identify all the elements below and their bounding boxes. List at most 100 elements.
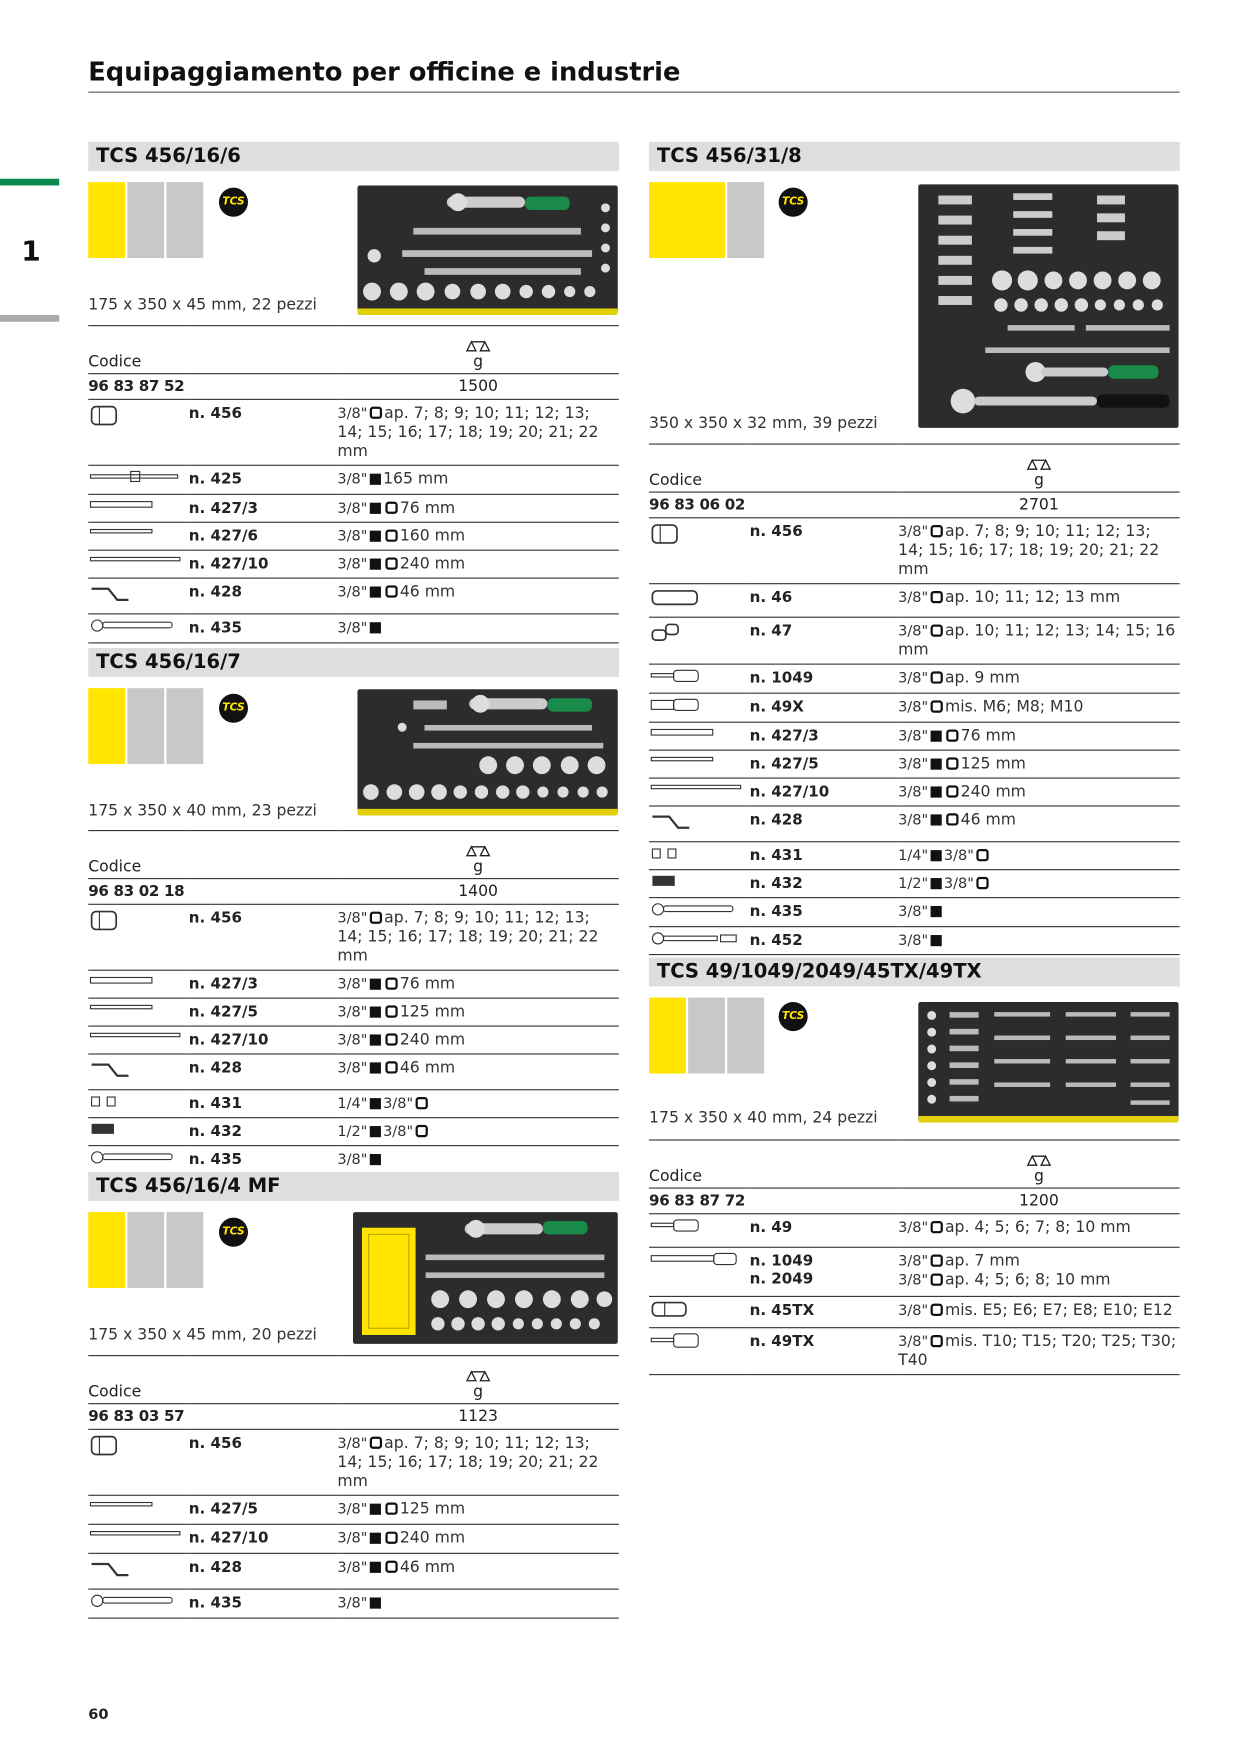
bit-socket-icon [650, 1252, 737, 1266]
item-number: n. 427/10 [749, 778, 899, 807]
dimensions-text: 175 x 350 x 45 mm, 22 pezzi [88, 296, 317, 314]
square-drive-icon [369, 1503, 381, 1515]
chapter-marker-bar [0, 178, 60, 186]
item-description: 46 mm [399, 583, 456, 602]
item-number: n. 456 [188, 1429, 338, 1496]
code-header: Codice [88, 325, 189, 374]
item-number: n. 435 [188, 1145, 338, 1176]
item-number: n. 427/10 [188, 550, 338, 579]
swatch-yellow [88, 182, 126, 259]
swatch-grey [127, 1212, 165, 1289]
drive-size: 3/8" [898, 1333, 929, 1351]
weight-unit: g [473, 857, 484, 876]
item-description: ap. 9 mm [944, 669, 1020, 688]
drive-size: 1/2" [337, 1123, 368, 1141]
hex-icon [385, 501, 398, 514]
hex-icon [369, 406, 382, 419]
drive-size: 3/8" [337, 1530, 368, 1548]
drive-size: 3/8" [337, 471, 368, 489]
socket-icon [90, 405, 118, 426]
adapter-icon [651, 848, 677, 859]
item-number: n. 2049 [749, 1270, 814, 1289]
square-drive-icon [369, 473, 381, 485]
item-description: ap. 7; 8; 9; 10; 11; 12; 13; 14; 15; 16;… [898, 522, 1160, 579]
drive-size: 3/8" [337, 1559, 368, 1577]
item-description: mis. E5; E6; E7; E8; E10; E12 [944, 1301, 1173, 1320]
swatch-grey [166, 1212, 204, 1289]
scale-icon [1026, 1154, 1052, 1166]
square-drive-icon [369, 1034, 381, 1046]
item-description: 76 mm [399, 499, 456, 518]
item-number: n. 431 [188, 1089, 338, 1119]
item-description: mis. M6; M8; M10 [944, 698, 1084, 717]
drive-size: 3/8" [337, 1595, 368, 1612]
ratchet-icon [91, 1151, 173, 1164]
tray-contents-icon [927, 1010, 1170, 1105]
swatch-yellow [649, 997, 686, 1074]
ratchet-icon [91, 619, 173, 632]
drive-size: 3/8" [898, 1302, 929, 1320]
section-title: TCS 49/1049/2049/45TX/49TX [649, 957, 1180, 987]
item-description: 160 mm [399, 527, 466, 546]
drive-size: 3/8" [337, 1435, 368, 1453]
extension-bar-icon [89, 1004, 153, 1010]
drive-size: 3/8" [898, 670, 929, 688]
square-drive-icon [369, 1006, 381, 1018]
drive-size: 3/8" [337, 405, 368, 423]
drive-size: 3/8" [898, 1219, 929, 1237]
hex-icon [930, 1273, 943, 1286]
item-number: n. 427/3 [749, 722, 899, 751]
item-number: n. 431 [749, 841, 899, 871]
hex-icon [369, 911, 382, 924]
weight-header: g [337, 325, 619, 374]
universal-joint-icon [652, 815, 690, 829]
product-weight: 1200 [898, 1187, 1180, 1215]
hex-icon [930, 700, 943, 713]
torx-bit-socket-icon [650, 1333, 699, 1348]
item-number: n. 427/3 [188, 494, 338, 523]
item-number: n. 435 [188, 613, 338, 644]
deep-socket-icon [651, 590, 698, 606]
dimensions-text: 175 x 350 x 40 mm, 23 pezzi [88, 802, 317, 820]
socket-icon [90, 1435, 118, 1456]
tool-tray-image [918, 184, 1179, 428]
section-tcs-456-31-8: TCS 456/31/8 TCS 350 x 350 x 32 mm, 39 p… [649, 141, 1180, 956]
swatch-grey [127, 688, 165, 765]
square-drive-icon [369, 1597, 381, 1609]
item-number: n. 427/5 [188, 998, 338, 1027]
swatch-grey [127, 182, 165, 259]
item-description: 76 mm [960, 727, 1016, 746]
extension-bar-icon [89, 1501, 153, 1507]
chapter-marker-bar-grey [0, 315, 60, 322]
drive-size: 3/8" [898, 1253, 929, 1271]
drive-size: 3/8" [337, 910, 368, 928]
swatch-grey [166, 182, 204, 259]
square-drive-icon [930, 730, 942, 742]
item-description: 125 mm [399, 1003, 466, 1022]
swatch-yellow [88, 688, 126, 765]
drive-size: 3/8" [898, 589, 929, 607]
socket-icon [651, 524, 678, 544]
weight-header: g [337, 1355, 619, 1404]
tray-contents-icon [361, 1219, 613, 1335]
hex-icon [385, 1502, 398, 1515]
hex-icon [930, 671, 943, 684]
item-number: n. 428 [749, 805, 899, 843]
square-drive-icon [369, 502, 381, 514]
item-description: 240 mm [960, 783, 1026, 801]
tool-tray-image [357, 689, 618, 816]
bit-socket-icon [650, 1219, 699, 1232]
section-title: TCS 456/16/7 [88, 647, 619, 677]
item-number: n. 456 [749, 517, 899, 585]
hex-icon [976, 876, 989, 890]
square-drive-icon [930, 878, 942, 890]
drive-size: 3/8" [337, 976, 368, 994]
bit-socket-icon [650, 669, 699, 682]
square-drive-icon [930, 905, 942, 918]
torx-socket-icon [651, 1301, 687, 1317]
weight-unit: g [473, 1382, 484, 1401]
product-weight: 1500 [337, 373, 619, 400]
